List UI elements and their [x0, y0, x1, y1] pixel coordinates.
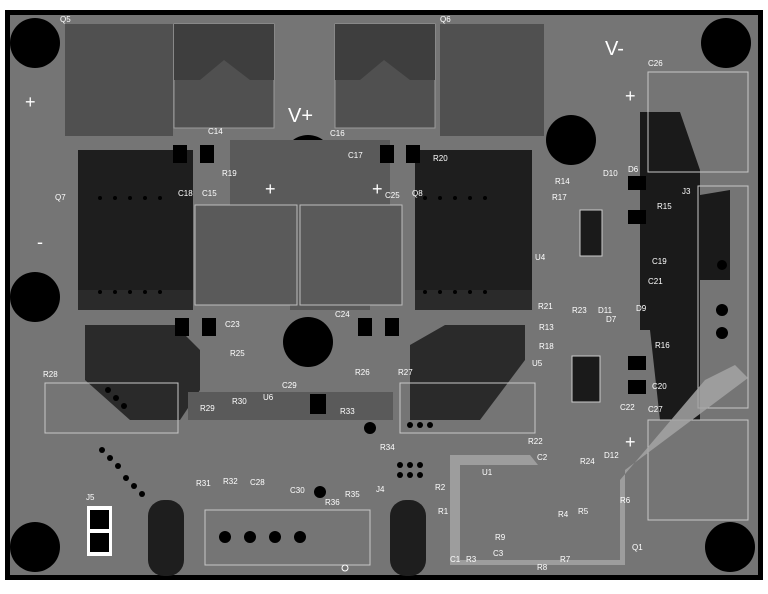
label-c1: C1	[450, 555, 461, 564]
label-r30: R30	[232, 397, 247, 406]
label-c16: C16	[330, 129, 345, 138]
label-c15: C15	[202, 189, 217, 198]
label-r28: R28	[43, 370, 58, 379]
label-u6: U6	[263, 393, 274, 402]
label-r1: R1	[438, 507, 449, 516]
plus-sign-center-right: +	[372, 179, 383, 199]
label-r33: R33	[340, 407, 355, 416]
plus-sign-right-bottom: +	[625, 432, 636, 452]
label-r5: R5	[578, 507, 589, 516]
label-c23: C23	[225, 320, 240, 329]
label-r26: R26	[355, 368, 370, 377]
label-c17: C17	[348, 151, 363, 160]
label-r13: R13	[539, 323, 554, 332]
label-d12: D12	[604, 451, 619, 460]
label-r17: R17	[552, 193, 567, 202]
label-r21: R21	[538, 302, 553, 311]
label-c21: C21	[648, 277, 663, 286]
label-c24: C24	[335, 310, 350, 319]
label-c29: C29	[282, 381, 297, 390]
q5-footprint	[65, 23, 275, 136]
label-r3: R3	[466, 555, 477, 564]
label-d7: D7	[606, 315, 617, 324]
label-c2: C2	[537, 453, 548, 462]
label-r8: R8	[537, 563, 548, 572]
label-r27: R27	[398, 368, 413, 377]
label-r25: R25	[230, 349, 245, 358]
label-q1: Q1	[632, 543, 643, 552]
label-q5: Q5	[60, 15, 71, 24]
label-r15: R15	[657, 202, 672, 211]
label-r16: R16	[655, 341, 670, 350]
label-r23: R23	[572, 306, 587, 315]
label-u4: U4	[535, 253, 546, 262]
label-r22: R22	[528, 437, 543, 446]
label-q6: Q6	[440, 15, 451, 24]
label-c30: C30	[290, 486, 305, 495]
label-r18: R18	[539, 342, 554, 351]
label-c20: C20	[652, 382, 667, 391]
label-r35: R35	[345, 490, 360, 499]
plus-sign-right-top: +	[625, 86, 636, 106]
label-r2: R2	[435, 483, 446, 492]
label-c22: C22	[620, 403, 635, 412]
q7-footprint	[78, 150, 193, 310]
q8-footprint	[415, 150, 532, 310]
label-r24: R24	[580, 457, 595, 466]
label-r32: R32	[223, 477, 238, 486]
via-array	[98, 196, 487, 497]
q6-footprint	[334, 23, 544, 136]
label-r29: R29	[200, 404, 215, 413]
label-r19: R19	[222, 169, 237, 178]
label-r14: R14	[555, 177, 570, 186]
label-c3: C3	[493, 549, 504, 558]
label-q7: Q7	[55, 193, 66, 202]
label-r6: R6	[620, 496, 631, 505]
label-r36: R36	[325, 498, 340, 507]
v-minus-label: V-	[605, 38, 624, 60]
label-r7: R7	[560, 555, 571, 564]
label-d11: D11	[598, 306, 613, 315]
label-r9: R9	[495, 533, 506, 542]
label-c26: C26	[648, 59, 663, 68]
label-u5: U5	[532, 359, 543, 368]
label-d10: D10	[603, 169, 618, 178]
label-d6: D6	[628, 165, 639, 174]
label-r4: R4	[558, 510, 569, 519]
label-c19: C19	[652, 257, 667, 266]
label-j3: J3	[682, 187, 691, 196]
label-c28: C28	[250, 478, 265, 487]
label-d9: D9	[636, 304, 647, 313]
label-c14: C14	[208, 127, 223, 136]
plus-sign-center-left: +	[265, 179, 276, 199]
label-q8: Q8	[412, 189, 423, 198]
label-j5: J5	[86, 493, 95, 502]
label-c18: C18	[178, 189, 193, 198]
v-plus-label: V+	[288, 105, 313, 127]
label-r34: R34	[380, 443, 395, 452]
label-c27: C27	[648, 405, 663, 414]
plus-sign-left: +	[25, 92, 36, 112]
label-r20: R20	[433, 154, 448, 163]
label-u1: U1	[482, 468, 493, 477]
label-r31: R31	[196, 479, 211, 488]
label-c25: C25	[385, 191, 400, 200]
label-j4: J4	[376, 485, 385, 494]
minus-sign-left: -	[37, 232, 43, 252]
